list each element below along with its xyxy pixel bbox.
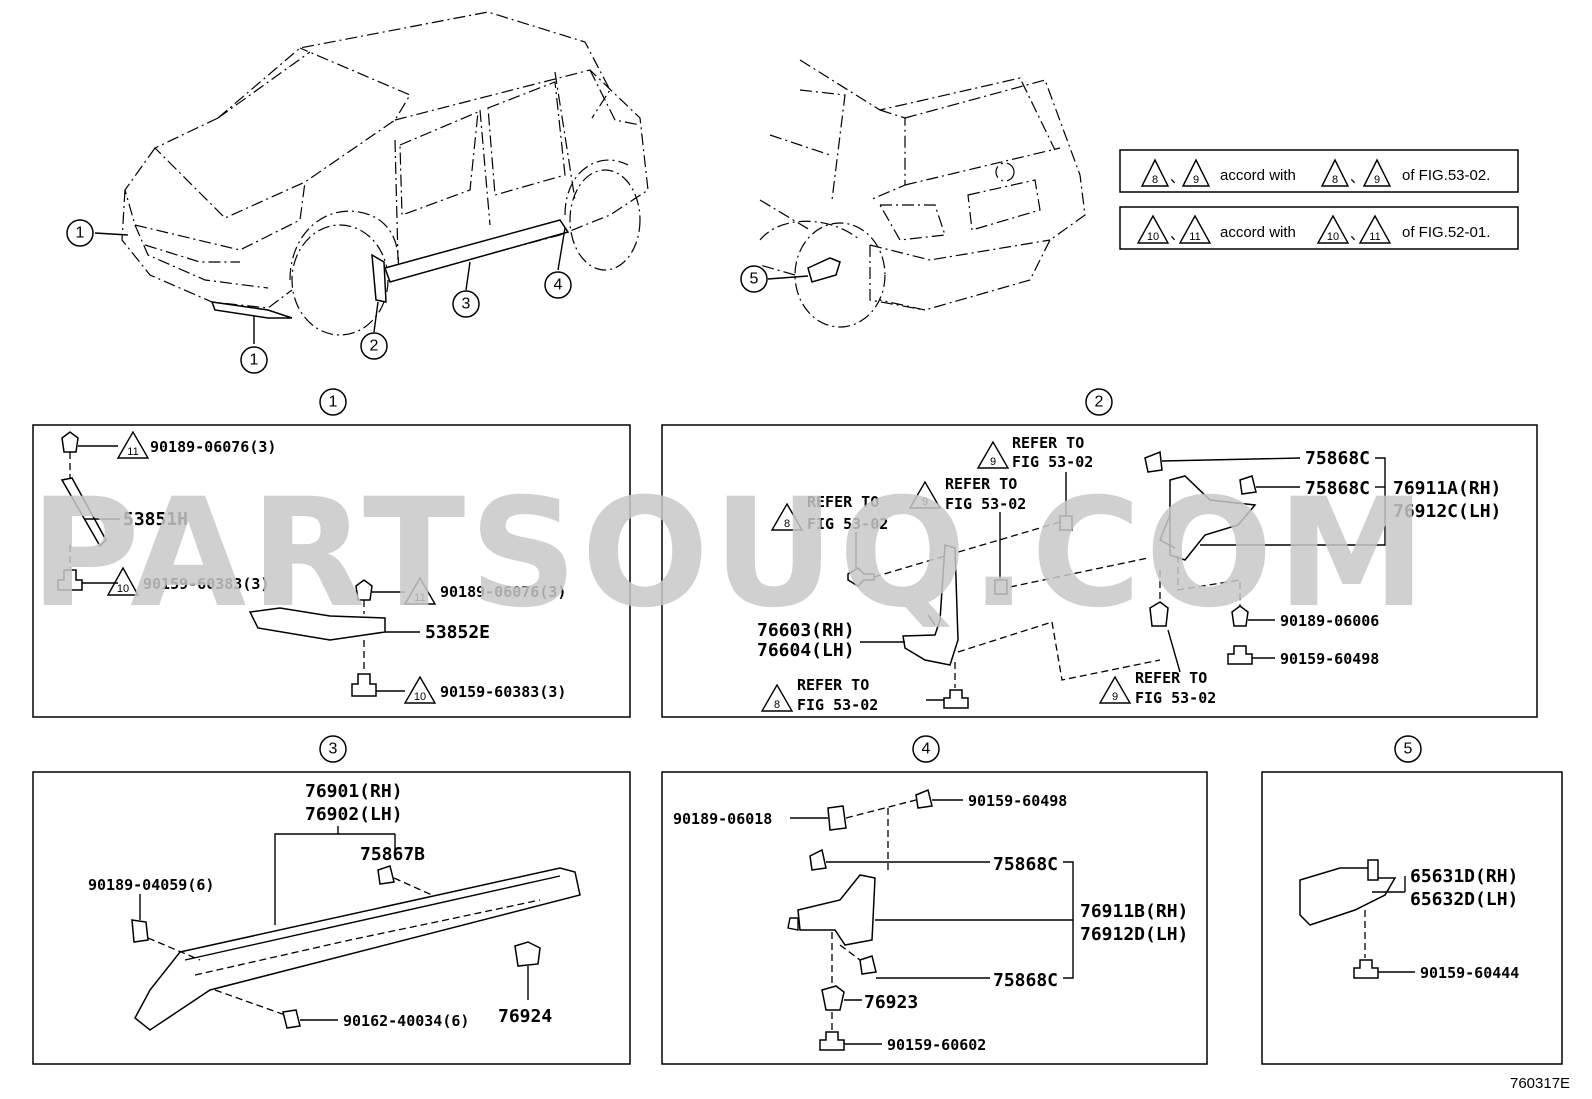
section-2-label: 2 xyxy=(1095,394,1104,411)
part-65631D[interactable]: 65631D(RH) xyxy=(1410,866,1518,887)
part-76604[interactable]: 76604(LH) xyxy=(757,640,855,661)
refer-to: REFER TO xyxy=(945,475,1017,493)
svg-text:11: 11 xyxy=(1189,231,1200,243)
refer-to: REFER TO xyxy=(1012,434,1084,452)
part-90159-60383[interactable]: 90159-60383(3) xyxy=(143,575,269,593)
part-90189-06018[interactable]: 90189-06018 xyxy=(673,810,772,828)
part-76923[interactable]: 76923 xyxy=(864,992,918,1013)
part-90189-06076[interactable]: 90189-06076(3) xyxy=(150,438,276,456)
figure-code: 760317E xyxy=(1510,1075,1570,1092)
part-53852E[interactable]: 53852E xyxy=(425,622,490,643)
section-3: 3 76901(RH) 76902(LH) 75867B 90189-04059… xyxy=(32,735,631,1065)
part-90162-40034[interactable]: 90162-40034(6) xyxy=(343,1012,469,1030)
svg-text:10: 10 xyxy=(117,583,129,595)
part-76902[interactable]: 76902(LH) xyxy=(305,804,403,825)
section-1: 1 11 90189-06076(3) 53851H 10 90159-6038… xyxy=(32,388,631,718)
part-76912D[interactable]: 76912D(LH) xyxy=(1080,924,1188,945)
callout-1: 1 xyxy=(76,225,85,242)
section-5: 5 65631D(RH) 65632D(LH) 90159-60444 xyxy=(1261,735,1563,1065)
svg-text:、: 、 xyxy=(1170,169,1185,186)
callout-2: 2 xyxy=(370,338,379,355)
part-90189-06006[interactable]: 90189-06006 xyxy=(1280,612,1379,630)
part-53851H[interactable]: 53851H xyxy=(123,509,188,530)
svg-text:11: 11 xyxy=(127,446,138,458)
svg-text:8: 8 xyxy=(1152,174,1158,186)
callout-1: 1 xyxy=(250,352,259,369)
svg-text:、: 、 xyxy=(1350,169,1365,186)
part-76912C[interactable]: 76912C(LH) xyxy=(1393,501,1501,522)
note-box-1: 8 、 9 accord with 8 、 9 of FIG.53-02. xyxy=(1119,149,1519,193)
svg-text:8: 8 xyxy=(784,518,790,530)
svg-text:9: 9 xyxy=(1193,174,1199,186)
svg-text:、: 、 xyxy=(1350,226,1365,243)
refer-to: REFER TO xyxy=(1135,669,1207,687)
svg-text:9: 9 xyxy=(922,496,928,508)
refer-to-fig[interactable]: FIG 53-02 xyxy=(797,696,878,714)
svg-text:accord with: accord with xyxy=(1220,224,1296,241)
section-3-label: 3 xyxy=(329,741,338,758)
watermark: PARTSOUQ.COM xyxy=(30,467,1430,641)
part-90159-60498[interactable]: 90159-60498 xyxy=(1280,650,1379,668)
svg-text:10: 10 xyxy=(1147,231,1159,243)
section-5-label: 5 xyxy=(1404,741,1413,758)
part-90159-60444[interactable]: 90159-60444 xyxy=(1420,964,1519,982)
svg-text:11: 11 xyxy=(1369,231,1380,243)
part-90189-06076[interactable]: 90189-06076(3) xyxy=(440,583,566,601)
svg-text:8: 8 xyxy=(1332,174,1338,186)
part-75867B[interactable]: 75867B xyxy=(360,844,425,865)
part-76603[interactable]: 76603(RH) xyxy=(757,620,855,641)
refer-to-fig[interactable]: FIG 53-02 xyxy=(945,495,1026,513)
svg-text:9: 9 xyxy=(1374,174,1380,186)
callout-5: 5 xyxy=(750,271,759,288)
part-76911B[interactable]: 76911B(RH) xyxy=(1080,901,1188,922)
part-76901[interactable]: 76901(RH) xyxy=(305,781,403,802)
part-76911A[interactable]: 76911A(RH) xyxy=(1393,478,1501,499)
part-90159-60602[interactable]: 90159-60602 xyxy=(887,1036,986,1054)
note-box-2: 10 、 11 accord with 10 、 11 of FIG.52-01… xyxy=(1119,206,1519,250)
refer-to: REFER TO xyxy=(807,493,879,511)
part-90159-60498[interactable]: 90159-60498 xyxy=(968,792,1067,810)
svg-text:、: 、 xyxy=(1170,226,1185,243)
refer-to-fig[interactable]: FIG 53-02 xyxy=(807,515,888,533)
part-76924[interactable]: 76924 xyxy=(498,1006,552,1027)
refer-to-fig[interactable]: FIG 53-02 xyxy=(1135,689,1216,707)
svg-text:of FIG.53-02.: of FIG.53-02. xyxy=(1402,167,1490,184)
svg-text:10: 10 xyxy=(1327,231,1339,243)
part-75868C[interactable]: 75868C xyxy=(1305,448,1370,469)
svg-text:9: 9 xyxy=(1112,691,1118,703)
part-75868C[interactable]: 75868C xyxy=(993,854,1058,875)
part-90189-04059[interactable]: 90189-04059(6) xyxy=(88,876,214,894)
svg-text:10: 10 xyxy=(414,691,426,703)
section-1-label: 1 xyxy=(329,394,338,411)
svg-text:8: 8 xyxy=(774,699,780,711)
callout-4: 4 xyxy=(554,277,563,294)
part-90159-60383[interactable]: 90159-60383(3) xyxy=(440,683,566,701)
svg-text:9: 9 xyxy=(990,456,996,468)
refer-to-fig[interactable]: FIG 53-02 xyxy=(1012,453,1093,471)
svg-text:of FIG.52-01.: of FIG.52-01. xyxy=(1402,224,1490,241)
vehicle-front-view: 1 1 2 3 4 xyxy=(66,11,649,374)
refer-to: REFER TO xyxy=(797,676,869,694)
section-2: 2 9 REFER TO FIG 53-02 9 REFER TO FIG 53… xyxy=(661,388,1538,718)
part-75868C[interactable]: 75868C xyxy=(993,970,1058,991)
part-65632D[interactable]: 65632D(LH) xyxy=(1410,889,1518,910)
section-4: 4 90189-06018 90159-60498 75868C 76911B(… xyxy=(661,735,1208,1065)
vehicle-rear-view: 5 xyxy=(740,59,1086,328)
callout-3: 3 xyxy=(462,296,471,313)
svg-text:accord with: accord with xyxy=(1220,167,1296,184)
part-75868C[interactable]: 75868C xyxy=(1305,478,1370,499)
svg-text:11: 11 xyxy=(414,592,425,604)
section-4-label: 4 xyxy=(922,741,931,758)
